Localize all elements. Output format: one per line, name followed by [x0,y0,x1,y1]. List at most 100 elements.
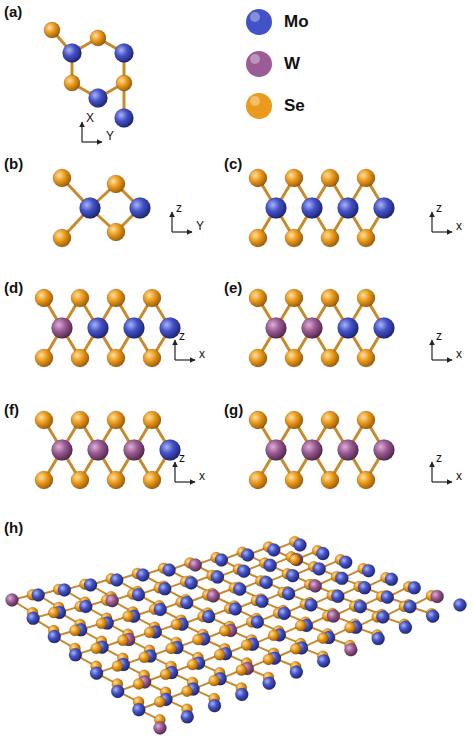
mo-atom [266,198,287,219]
w-atom [374,440,395,461]
axis-arrow [171,212,172,232]
mo-atom [286,569,299,582]
axis-arrow [175,481,195,482]
w-atom [302,440,323,461]
se-atom [357,349,375,367]
mo-atom [79,600,92,613]
se-atom [116,75,132,91]
se-atom [214,649,225,660]
mo-atom [89,89,108,108]
axis-arrow [431,340,432,360]
axis-label: Y [106,130,114,142]
mo-atom [215,554,228,567]
axis-label: x [199,470,205,482]
mo-atom [185,576,198,589]
w-atom [124,440,145,461]
axis-label: z [179,452,185,464]
se-atom [44,22,60,38]
se-atom [182,686,193,697]
w-atom [207,589,220,602]
legend-swatch [244,49,274,79]
mo-atom [381,591,394,604]
w-atom [52,318,73,339]
w-atom [338,440,359,461]
axis-label: z [436,452,442,464]
se-atom [154,696,165,707]
legend-text: W [284,55,300,72]
w-atom [154,722,167,735]
axis-label: x [456,348,462,360]
w-atom [344,643,357,656]
axis-arrow [81,122,82,142]
panel-label: (d) [4,280,23,295]
w-atom [302,318,323,339]
mo-atom [229,602,242,615]
w-atom [431,590,444,603]
mo-atom [181,710,194,723]
panel-label: (c) [224,156,242,171]
se-atom [219,625,230,636]
mo-atom [163,564,176,577]
panel-label: (a) [4,4,22,19]
se-atom [107,289,125,307]
legend-swatch [244,91,274,121]
se-atom [357,169,375,187]
se-atom [35,289,53,307]
se-atom [317,633,328,644]
legend-text: Se [284,97,305,114]
mo-atom [302,198,323,219]
se-atom [143,289,161,307]
mo-atom [63,44,82,63]
swatch-highlight [250,96,260,106]
se-atom [285,289,303,307]
mo-atom [124,318,145,339]
legend-swatch-fill [246,51,272,77]
mo-atom [454,599,467,612]
se-atom [285,411,303,429]
mo-atom [90,667,103,680]
se-atom [71,349,89,367]
mo-atom [331,590,344,603]
axis-arrow [432,359,452,360]
axis-arrow [172,231,192,232]
mo-atom [58,584,71,597]
mo-atom [208,699,221,712]
axis-arrow [432,231,452,232]
mo-atom [158,582,171,595]
se-atom [357,289,375,307]
se-atom [71,411,89,429]
se-atom [285,471,303,489]
mo-atom [399,621,412,634]
w-atom [88,440,109,461]
mo-atom [374,318,395,339]
se-atom [107,471,125,489]
mo-atom [335,572,348,585]
legend-swatch-fill [246,9,272,35]
w-atom [189,559,202,572]
se-atom [249,169,267,187]
se-atom [321,289,339,307]
mo-atom [111,685,124,698]
se-atom [53,169,71,187]
se-atom [171,619,182,630]
se-atom [96,618,107,629]
se-atom [321,349,339,367]
se-atom [160,669,171,680]
axis-label: z [436,330,442,342]
mo-atom [338,318,359,339]
se-atom [91,643,102,654]
mo-atom [278,607,291,620]
mo-atom [374,198,395,219]
mo-atom [358,581,371,594]
w-atom [266,318,287,339]
se-atom [107,175,125,193]
mo-atom [376,611,389,624]
panel-label: (h) [4,520,23,535]
w-atom [266,440,287,461]
se-atom [321,229,339,247]
se-atom [35,349,53,367]
axis-arrow [175,359,195,360]
mo-atom [313,562,326,575]
mo-atom [69,648,82,661]
se-atom [290,643,301,654]
